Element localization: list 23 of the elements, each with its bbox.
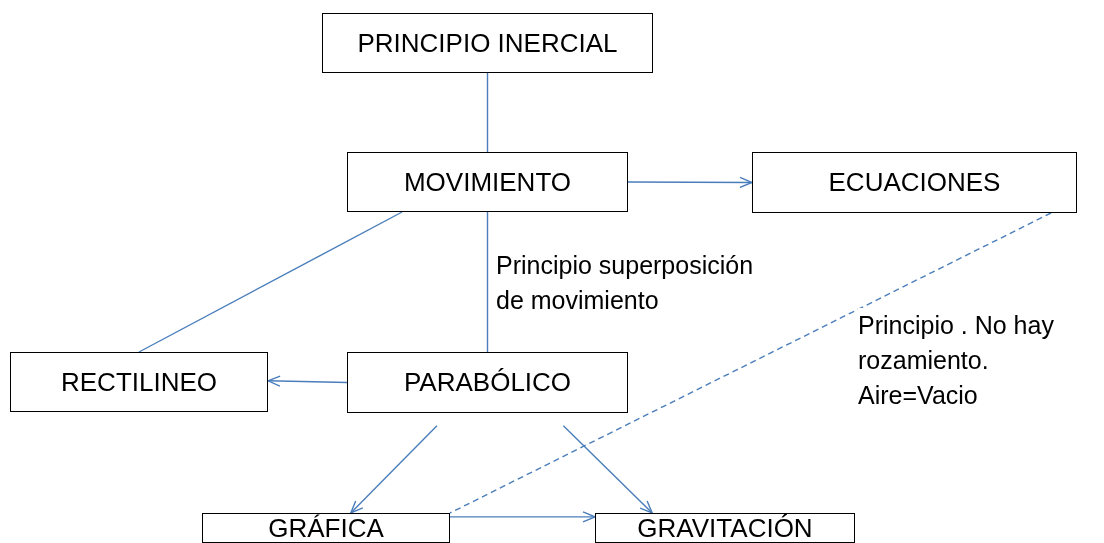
arrow xyxy=(267,375,348,387)
box-label: RECTILINEO xyxy=(61,366,217,398)
arrow xyxy=(562,425,653,514)
connector-line xyxy=(449,212,1052,514)
concept-box xyxy=(202,513,450,543)
box-label: ECUACIONES xyxy=(828,167,1001,198)
concept-box xyxy=(347,352,628,413)
concept-box xyxy=(10,352,268,412)
concept-box xyxy=(752,152,1077,213)
concept-box xyxy=(322,13,653,73)
connector-line xyxy=(486,211,489,353)
connector-line xyxy=(138,211,403,353)
box-label: PRINCIPIO INERCIAL xyxy=(357,27,618,59)
connector-line xyxy=(486,72,489,153)
arrow xyxy=(350,425,438,514)
box-label: GRÁFICA xyxy=(268,512,384,543)
arrow xyxy=(449,511,596,523)
concept-box xyxy=(347,152,628,212)
box-label: MOVIMIENTO xyxy=(403,166,572,198)
box-label: PARABÓLICO xyxy=(403,367,572,398)
concept-box xyxy=(595,513,855,543)
arrow xyxy=(627,176,753,189)
box-label: GRAVITACIÓN xyxy=(637,512,813,543)
